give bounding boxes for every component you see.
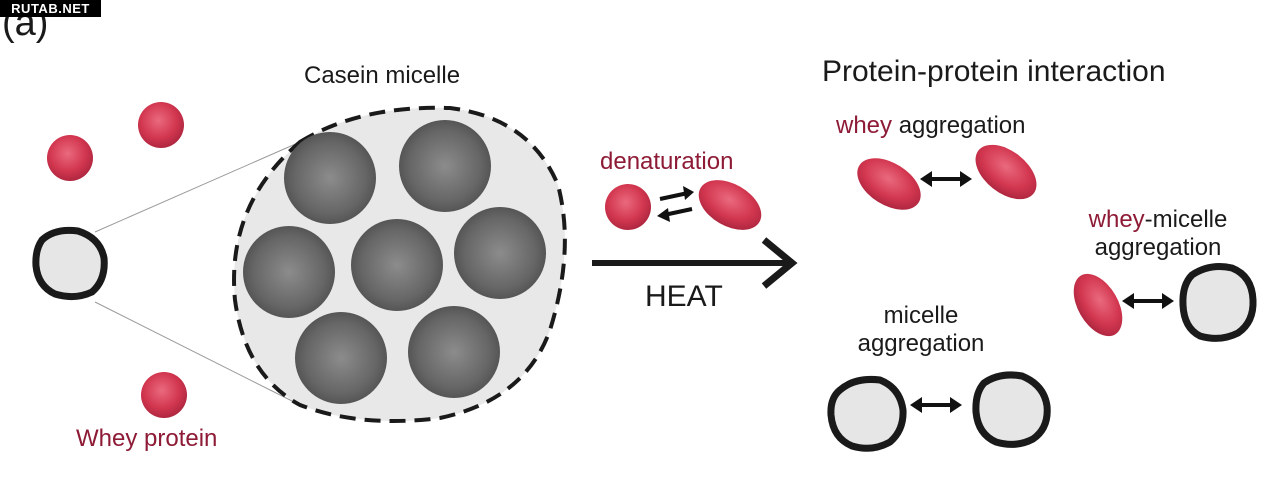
micelle-aggregate-right [972, 371, 1051, 448]
whey-aggregate-right [975, 144, 1037, 200]
heat-label: HEAT [645, 280, 723, 313]
submicelle [408, 306, 500, 398]
zoom-line-top [94, 141, 301, 233]
whey-micelle-label-rest: -micelle [1144, 206, 1228, 233]
micelle-aggregation-label-line1: micelle [883, 302, 959, 329]
whey-protein-sphere [138, 102, 184, 148]
submicelle [351, 219, 443, 311]
whey-native [605, 184, 651, 230]
whey-micelle-micelle [1179, 263, 1257, 342]
protein-protein-interaction-title: Protein-protein interaction [822, 55, 1166, 88]
whey-protein-sphere [47, 135, 93, 181]
whey-aggregation-label: whey aggregation [836, 112, 1025, 140]
whey-denatured [698, 180, 762, 230]
whey-aggregation-label-colored: whey [836, 112, 893, 139]
submicelle [454, 207, 546, 299]
submicelle [295, 312, 387, 404]
whey-micelle-label-colored: whey [1088, 206, 1145, 233]
whey-aggregation-label-rest: aggregation [892, 112, 1026, 139]
whey-protein-sphere [141, 372, 187, 418]
submicelle [284, 132, 376, 224]
watermark: RUTAB.NET [0, 0, 101, 17]
heat-arrow-head [761, 237, 798, 289]
small-micelle [32, 226, 108, 301]
casein-micelle-label: Casein micelle [304, 62, 461, 89]
denaturation-label: denaturation [600, 148, 734, 175]
whey-micelle-whey [1073, 273, 1123, 337]
whey-micelle-label-line2: aggregation [1094, 234, 1222, 261]
equilibrium-arrow-forward [659, 191, 689, 201]
submicelle [243, 226, 335, 318]
whey-micelle-aggregation-label: whey-micelle aggregation [1070, 206, 1246, 262]
whey-aggregate-left [857, 158, 921, 210]
whey-protein-label: Whey protein [76, 425, 218, 452]
micelle-aggregation-label-line2: aggregation [857, 330, 985, 357]
zoom-line-bottom [94, 301, 301, 406]
submicelle [399, 120, 491, 212]
micelle-aggregation-label: micelle aggregation [826, 302, 1016, 358]
micelle-aggregate-left [827, 376, 907, 452]
